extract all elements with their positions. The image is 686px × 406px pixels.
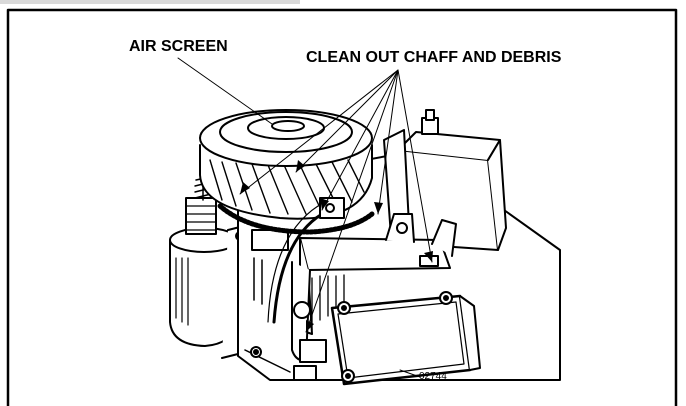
arrow-5 xyxy=(397,69,433,263)
arrow-1 xyxy=(239,69,399,195)
air-screen-callout: AIR SCREEN xyxy=(129,38,228,55)
arrow-4 xyxy=(377,69,399,215)
fig-number-leader xyxy=(399,369,421,378)
air-screen-leader xyxy=(177,57,273,125)
figure-frame xyxy=(6,8,678,406)
arrow-3 xyxy=(321,69,399,211)
arrow-6 xyxy=(305,69,399,333)
throttle-linkage xyxy=(267,197,345,381)
cropped-text-fragment xyxy=(0,0,300,4)
air-cleaner-housing xyxy=(330,291,481,386)
arrow-2 xyxy=(295,69,399,173)
clean-out-callout: CLEAN OUT CHAFF AND DEBRIS xyxy=(306,49,562,66)
figure-number: 02744 xyxy=(419,371,447,382)
arrowheads xyxy=(240,160,433,332)
leader-lines xyxy=(177,57,433,378)
fuel-tank xyxy=(383,109,507,251)
